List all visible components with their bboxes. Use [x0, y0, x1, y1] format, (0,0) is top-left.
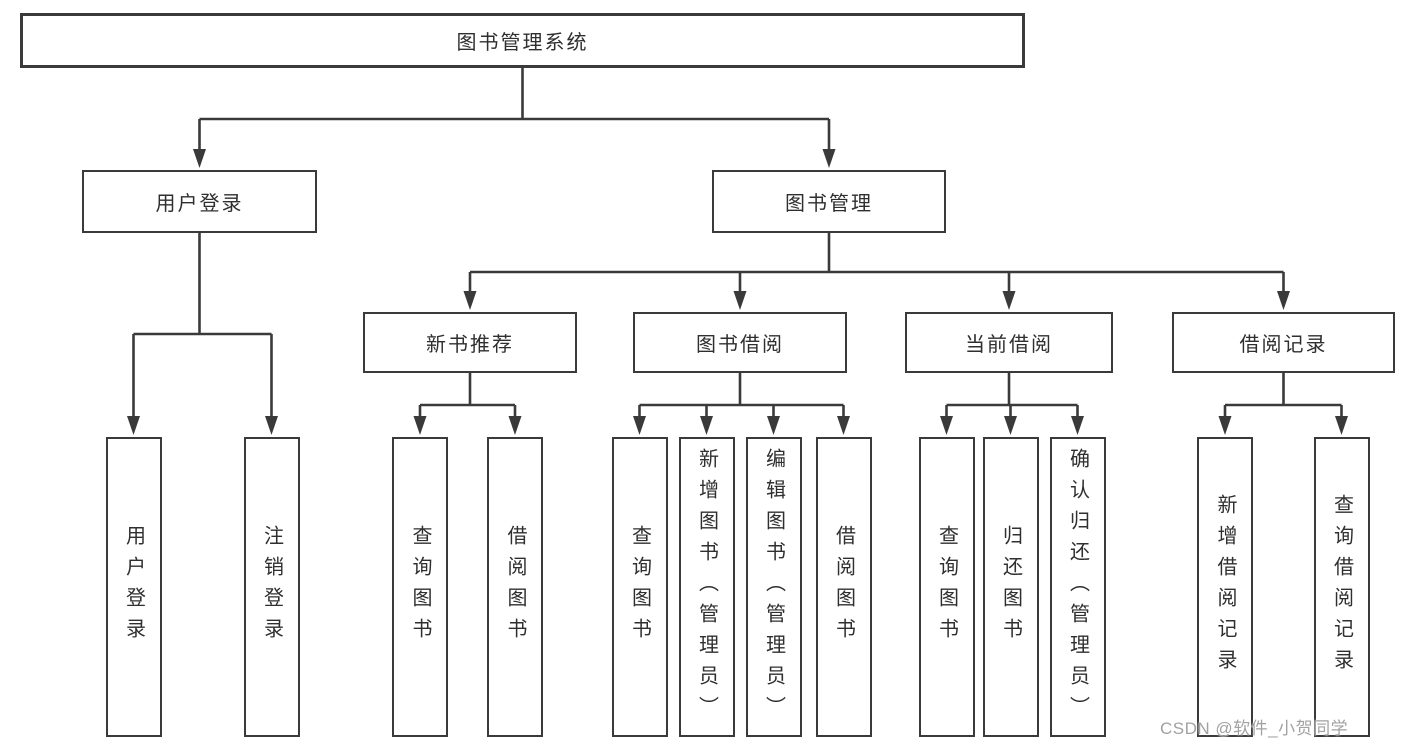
- arrow-br-leaf1-icon: [1218, 416, 1232, 435]
- arrow-bb-leaf4-icon: [837, 416, 850, 435]
- node-label: 查询图书: [409, 525, 431, 649]
- node-label: 当前借阅: [965, 334, 1053, 356]
- node-label: 归还图书: [999, 525, 1022, 649]
- node-new-book-recommend: 新书推荐: [363, 312, 577, 373]
- arrow-book-mgmt-icon: [822, 149, 836, 168]
- arrow-cb-leaf2-icon: [1004, 416, 1017, 435]
- leaf-return-books: 归还图书: [982, 437, 1039, 737]
- arrow-bb-leaf3-icon: [767, 416, 780, 435]
- node-label: 新增图书（管理员）: [695, 447, 718, 727]
- node-label: 借阅记录: [1239, 334, 1328, 356]
- node-label: 新增借阅记录: [1214, 494, 1236, 680]
- leaf-borrow-books-2: 借阅图书: [815, 437, 872, 737]
- node-label: 借阅图书: [832, 525, 855, 649]
- leaf-edit-books-admin: 编辑图书（管理员）: [745, 437, 802, 737]
- arrow-leaf-login-icon: [127, 416, 140, 435]
- arrow-br-leaf2-icon: [1335, 416, 1348, 435]
- node-user-login-branch: 用户登录: [82, 170, 317, 233]
- arrow-bb-leaf2-icon: [700, 416, 713, 435]
- arrow-nb-leaf2-icon: [508, 416, 522, 435]
- leaf-query-borrow-record: 查询借阅记录: [1313, 437, 1370, 737]
- node-library-management-system: 图书管理系统: [20, 13, 1025, 68]
- arrow-book-borrow-icon: [733, 291, 747, 310]
- node-current-borrowing: 当前借阅: [905, 312, 1113, 373]
- arrow-new-books-icon: [463, 291, 477, 310]
- node-label: 编辑图书（管理员）: [762, 447, 785, 727]
- arrowheads: [127, 149, 1348, 435]
- leaf-logout: 注销登录: [243, 437, 300, 737]
- node-label: 确认归还（管理员）: [1066, 447, 1089, 727]
- node-label: 借阅图书: [504, 525, 526, 649]
- node-label: 图书借阅: [696, 334, 784, 356]
- arrow-current-borrow-icon: [1002, 291, 1016, 310]
- arrow-borrow-records-icon: [1277, 291, 1290, 310]
- leaf-query-books-3: 查询图书: [918, 437, 975, 737]
- leaf-query-books-1: 查询图书: [392, 437, 448, 737]
- node-borrowing-records: 借阅记录: [1172, 312, 1395, 373]
- arrow-user-login-icon: [193, 149, 206, 168]
- leaf-query-books-2: 查询图书: [611, 437, 668, 737]
- leaf-confirm-return-admin: 确认归还（管理员）: [1049, 437, 1106, 737]
- arrow-cb-leaf1-icon: [940, 416, 953, 435]
- leaf-borrow-books-1: 借阅图书: [487, 437, 543, 737]
- arrow-leaf-logout-icon: [265, 416, 278, 435]
- node-label: 新书推荐: [426, 334, 514, 356]
- node-label: 用户登录: [122, 525, 145, 649]
- leaf-user-login: 用户登录: [105, 437, 162, 737]
- arrow-bb-leaf1-icon: [633, 416, 646, 435]
- node-label: 注销登录: [260, 525, 283, 649]
- node-book-borrowing: 图书借阅: [633, 312, 847, 373]
- leaf-add-books-admin: 新增图书（管理员）: [678, 437, 735, 737]
- csdn-watermark: CSDN @软件_小贺同学: [1160, 719, 1349, 738]
- arrow-cb-leaf3-icon: [1071, 416, 1084, 435]
- node-label: 图书管理: [785, 193, 873, 215]
- arrow-nb-leaf1-icon: [413, 416, 427, 435]
- node-label: 查询图书: [628, 525, 651, 649]
- node-label: 用户登录: [155, 193, 244, 215]
- node-label: 查询图书: [935, 525, 958, 649]
- node-label: 查询借阅记录: [1330, 494, 1353, 680]
- node-label: 图书管理系统: [456, 32, 589, 54]
- node-book-management-branch: 图书管理: [712, 170, 946, 233]
- leaf-add-borrow-record: 新增借阅记录: [1197, 437, 1253, 737]
